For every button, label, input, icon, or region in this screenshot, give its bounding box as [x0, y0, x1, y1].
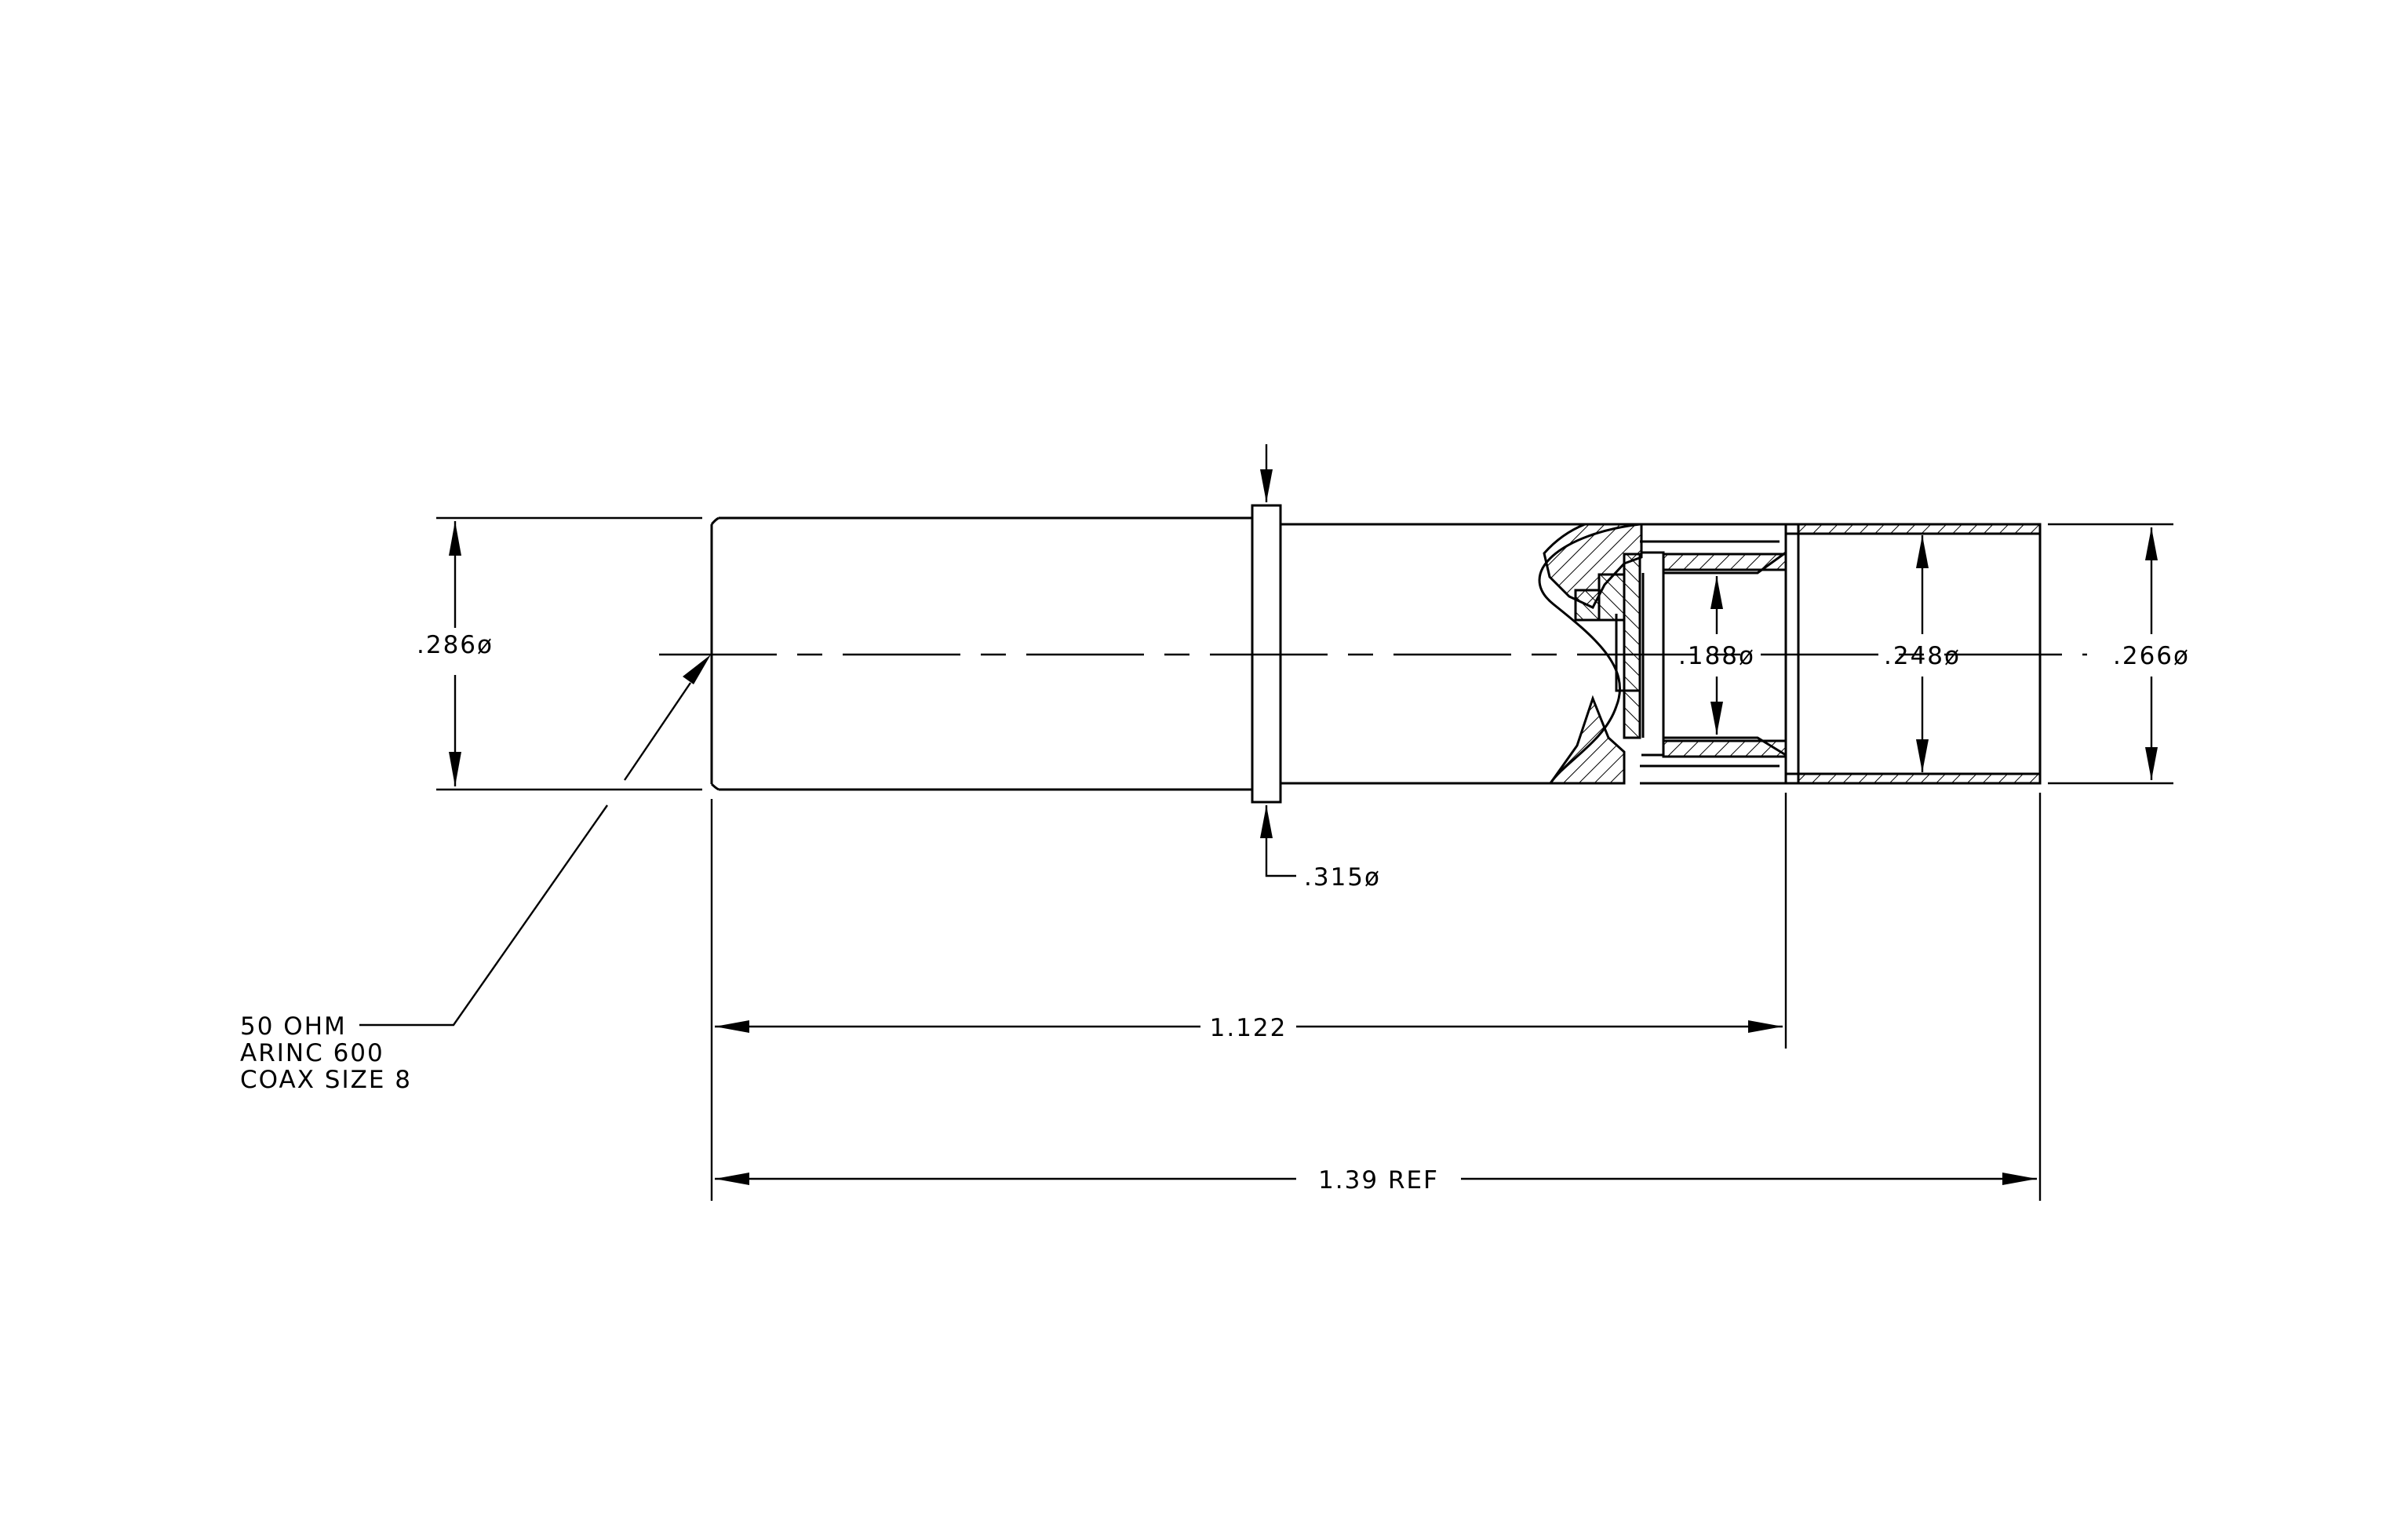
dim-bore-diameter: .188ø [1678, 642, 1755, 670]
callout-leader: 50 OHM ARINC 600 COAX SIZE 8 [240, 655, 711, 1094]
dim-body-diameter: .286ø [417, 631, 494, 659]
dim-sleeve-outer-diameter: .266ø [2113, 642, 2190, 670]
dimension-315: .315ø [1260, 444, 1381, 892]
dimension-286: .286ø [417, 516, 702, 791]
dimension-188: .188ø [1678, 576, 1755, 735]
dimension-266: .266ø [2048, 523, 2190, 785]
dim-overall-length: 1.39 REF [1318, 1166, 1439, 1195]
dim-sleeve-inner-diameter: .248ø [1884, 642, 1961, 670]
callout-line-3: COAX SIZE 8 [240, 1066, 412, 1094]
callout-line-1: 50 OHM [240, 1012, 347, 1041]
dimension-1122: 1.122 [715, 1014, 1783, 1042]
dim-flange-diameter: .315ø [1304, 863, 1381, 892]
dim-length-shoulder: 1.122 [1210, 1014, 1288, 1042]
dimension-248: .248ø [1884, 535, 1961, 772]
dimension-139: 1.39 REF [715, 1166, 2037, 1195]
callout-line-2: ARINC 600 [240, 1039, 384, 1067]
